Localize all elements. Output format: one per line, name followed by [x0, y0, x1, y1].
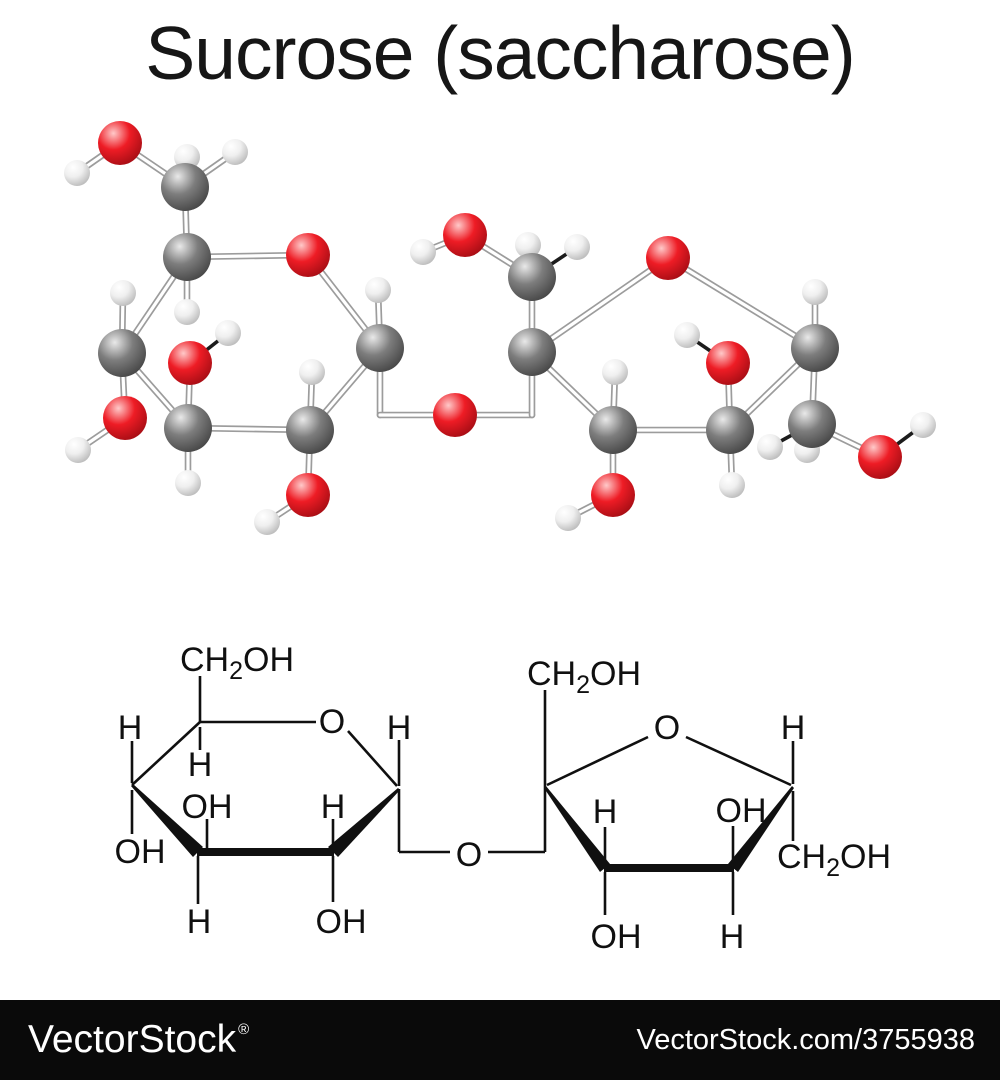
formula-label: H	[720, 918, 745, 956]
hydrogen-atom	[602, 359, 628, 385]
carbon-atom	[286, 406, 334, 454]
oxygen-atom	[286, 233, 330, 277]
carbon-atom	[164, 404, 212, 452]
formula-wedge-bond	[544, 786, 610, 872]
oxygen-atom	[98, 121, 142, 165]
formula-label: O	[456, 836, 482, 874]
watermark-bar: VectorStock® VectorStock.com/3755938	[0, 1000, 1000, 1080]
carbon-atom	[791, 324, 839, 372]
oxygen-atom	[706, 341, 750, 385]
hydrogen-atom	[222, 139, 248, 165]
hydrogen-atom	[719, 472, 745, 498]
hydrogen-atom	[215, 320, 241, 346]
hydrogen-atom	[910, 412, 936, 438]
image-credit: VectorStock.com/3755938	[636, 1023, 975, 1056]
formula-bond	[347, 730, 398, 787]
formula-label: CH2OH	[527, 655, 641, 699]
carbon-atom	[589, 406, 637, 454]
carbon-atom	[706, 406, 754, 454]
page-title: Sucrose (saccharose)	[145, 11, 855, 95]
carbon-atom	[163, 233, 211, 281]
carbon-atom	[788, 400, 836, 448]
formula-label: H	[118, 709, 143, 747]
oxygen-atom	[858, 435, 902, 479]
hydrogen-atom	[174, 299, 200, 325]
formula-label: OH	[115, 833, 166, 871]
formula-label: OH	[182, 788, 233, 826]
formula-label: O	[654, 709, 680, 747]
formula-bond	[131, 721, 201, 786]
formula-label: OH	[591, 918, 642, 956]
formula-label: H	[593, 793, 618, 831]
brand-text: VectorStock	[28, 1018, 237, 1061]
formula-label: H	[187, 903, 212, 941]
hydrogen-atom	[674, 322, 700, 348]
oxygen-atom	[103, 396, 147, 440]
formula-label: H	[781, 709, 806, 747]
formula-bond	[546, 735, 649, 787]
hydrogen-atom	[299, 359, 325, 385]
formula-wedge-bond	[728, 786, 794, 872]
carbon-atom	[356, 324, 404, 372]
formula-label: H	[321, 788, 346, 826]
bond-core	[530, 256, 670, 354]
vectorstock-logo: VectorStock®	[28, 1018, 249, 1062]
oxygen-atom	[168, 341, 212, 385]
hydrogen-atom	[410, 239, 436, 265]
formula-label: H	[188, 746, 213, 784]
hydrogen-atom	[254, 509, 280, 535]
hydrogen-atom	[564, 234, 590, 260]
hydrogen-atom	[110, 280, 136, 306]
ball-and-stick-model	[64, 121, 936, 535]
formula-label: CH2OH	[777, 838, 891, 882]
hydrogen-atom	[515, 232, 541, 258]
carbon-atom	[508, 328, 556, 376]
carbon-atom	[161, 163, 209, 211]
registered-mark: ®	[238, 1021, 250, 1038]
carbon-atom	[98, 329, 146, 377]
formula-bond	[685, 735, 792, 787]
formula-wedge-bond	[131, 784, 203, 857]
formula-label: H	[387, 709, 412, 747]
formula-label: OH	[716, 792, 767, 830]
oxygen-atom	[286, 473, 330, 517]
formula-label: OH	[316, 903, 367, 941]
hydrogen-atom	[64, 160, 90, 186]
hydrogen-atom	[175, 470, 201, 496]
hydrogen-atom	[65, 437, 91, 463]
formula-label: O	[319, 703, 345, 741]
oxygen-atom	[433, 393, 477, 437]
formula-label: CH2OH	[180, 641, 294, 685]
carbon-atom	[508, 253, 556, 301]
hydrogen-atom	[757, 434, 783, 460]
oxygen-atom	[591, 473, 635, 517]
hydrogen-atom	[365, 277, 391, 303]
hydrogen-atom	[555, 505, 581, 531]
hydrogen-atom	[802, 279, 828, 305]
oxygen-atom	[443, 213, 487, 257]
oxygen-atom	[646, 236, 690, 280]
formula-wedge-bond	[328, 788, 400, 857]
bond-core	[666, 256, 817, 350]
